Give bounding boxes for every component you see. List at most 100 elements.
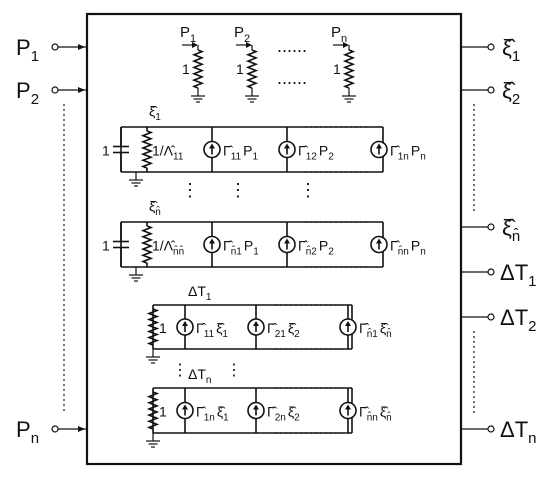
power-source-resistance-1-main: 1 (182, 61, 190, 77)
source-arrow-head (284, 238, 290, 244)
temp-node-label-1: ΔT1 (188, 283, 212, 303)
thermal-source-var: P (244, 238, 253, 254)
input-label-p1: P1 (16, 35, 39, 65)
thermal-node-label-1: ξ̂1 (149, 103, 161, 123)
source-arrow-head (345, 321, 351, 326)
output-terminal-dt2[interactable] (461, 313, 495, 321)
thermal-source-label-2-2-main: Γ̂ (298, 238, 309, 254)
thermal-source-var: P (243, 143, 252, 159)
power-source-label-3-main: P (331, 24, 341, 41)
thermal-source-label-2-3-main: Γ̂ (390, 238, 401, 254)
power-source-resistance-3: 1 (333, 61, 341, 77)
output-terminal-xi1[interactable] (461, 43, 495, 51)
temp-source-var: ξ̂ (380, 320, 389, 336)
temp-source-var: ξ̂ (217, 404, 226, 420)
thermal-resistance-label-1-main: 1/Λ̂ (152, 143, 176, 159)
input-terminal-p2[interactable] (51, 86, 87, 94)
thermal-capacitance-1: 1 (102, 143, 110, 159)
thermal-source-label-1-2-main: Γ̂ (298, 143, 309, 159)
power-source-label-1-sub: 1 (190, 33, 196, 45)
power-source-resistance-1: 1 (182, 61, 190, 77)
temp-source-var: ξ̂ (216, 320, 225, 336)
temp-source-var-sub: n̂ (386, 326, 392, 340)
input-label-p2: P2 (16, 78, 39, 108)
source-arrow-head (376, 143, 382, 149)
input-terminal-p1[interactable] (51, 43, 87, 51)
resistor-symbol (140, 225, 154, 264)
output-terminal-xi2[interactable] (461, 86, 495, 94)
output-label-xin: ξ̂n̂ (502, 215, 520, 245)
power-source-label-2: P2 (234, 24, 250, 45)
resistor-symbol (245, 49, 259, 89)
input-terminal-pn[interactable] (51, 425, 87, 433)
resistor-symbol (146, 391, 160, 430)
thermal-source-var: P (411, 238, 420, 254)
thermal-source-label-1-2-sub: 12 (306, 152, 318, 163)
thermal-source-var: P (319, 238, 328, 254)
thermal-node-label-2-sub: n̂ (155, 204, 161, 218)
temp-source-var-sub: 1 (223, 413, 229, 424)
temp-source-label-1-3-main: Γ̂ (359, 320, 370, 336)
thermal-source-label-1-3-main: Γ̂ (390, 143, 401, 159)
temp-node-label-2-main: ΔT (188, 366, 206, 382)
power-source-resistance-2: 1 (236, 61, 244, 77)
power-source-label-2-sub: 2 (244, 33, 250, 45)
power-source-label-1-main: P (180, 24, 190, 41)
temp-source-var: ξ̂ (288, 320, 297, 336)
source-arrow-head (345, 404, 351, 410)
temp-resistance-label-1-main: 1 (159, 320, 167, 336)
source-arrow-head (209, 143, 215, 149)
thermal-resistance-label-1: 1/Λ̂11 (152, 143, 184, 163)
output-terminal-dt1[interactable] (461, 268, 495, 276)
thermal-source-var-sub: n (420, 152, 426, 163)
output-terminal-dtn[interactable] (461, 425, 495, 433)
output-label-xi2: ξ̂2 (502, 78, 520, 108)
thermal-source-var-sub: 2 (328, 247, 334, 258)
resistor-symbol (191, 49, 205, 89)
thermal-source-label-1-1-main: Γ̂ (223, 143, 234, 159)
temp-source-var-sub: 2 (294, 413, 300, 424)
temp-source-label-2-2-main: Γ̂ (267, 404, 278, 420)
temp-vellipsis-right: ⋮ (226, 362, 242, 379)
output-terminal-xin[interactable] (461, 223, 495, 231)
thermal-resistance-label-2-main: 1/Λ̂ (152, 238, 176, 254)
resistor-symbol (342, 49, 356, 89)
power-source-label-3-sub: n (341, 33, 347, 45)
power-source-arrow (246, 42, 252, 48)
thermal-node-label-1-main: ξ̂ (149, 103, 158, 119)
output-label-dt1: ΔT1 (500, 260, 536, 290)
power-source-label-1: P1 (180, 24, 196, 45)
thermal-capacitance-2: 1 (102, 238, 110, 254)
thermal-source-var: P (319, 143, 328, 159)
input-label-pn: Pn (16, 417, 39, 447)
thermal-source-var-sub: 1 (253, 247, 259, 258)
temp-node-label-2: ΔTn (188, 366, 211, 386)
thermal-vellipsis-3: ⋮ (299, 180, 317, 200)
temp-source-label-1-3-sub: n̂1 (367, 326, 379, 340)
power-row-ellipsis-bottom: ...... (277, 68, 307, 88)
temp-source-var-sub: 1 (222, 329, 228, 340)
power-source-arrow (192, 42, 198, 48)
thermal-source-label-2-3-sub: n̂n (398, 244, 409, 258)
thermal-source-var-sub: 1 (252, 152, 258, 163)
temp-node-label-1-sub: 1 (206, 292, 212, 303)
thermal-node-label-1-sub: 1 (155, 112, 161, 123)
power-source-label-2-main: P (234, 24, 244, 41)
temp-source-label-2-1-sub: 1n (204, 413, 215, 424)
thermal-source-label-1-1-sub: 11 (231, 152, 242, 163)
thermal-source-var: P (411, 143, 420, 159)
